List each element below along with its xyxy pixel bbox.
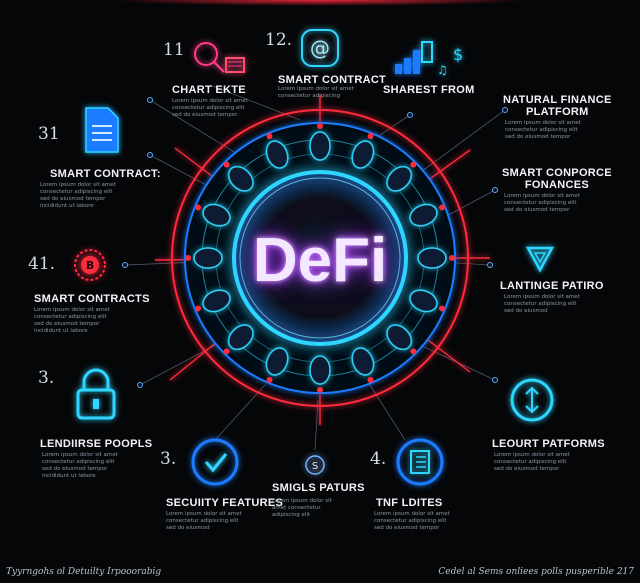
top-glow bbox=[110, 0, 530, 6]
footer-left: Tyyrngohs ol Detuilty Irpooorabig bbox=[6, 567, 162, 577]
ring-petal bbox=[309, 355, 331, 393]
coin-icon: S bbox=[305, 455, 325, 475]
ring-petal bbox=[265, 347, 289, 383]
checkmark-icon bbox=[191, 438, 239, 486]
triangle-down-icon bbox=[525, 246, 555, 273]
node-6-label: SMART CONPORCE FONANCES bbox=[502, 167, 612, 191]
node-3-label: SHAREST FROM bbox=[383, 84, 475, 96]
core-circle bbox=[232, 170, 408, 346]
magnifier-chart-icon bbox=[194, 42, 245, 73]
ring-petals bbox=[185, 123, 455, 393]
svg-text:B: B bbox=[86, 259, 94, 272]
ring-petal bbox=[265, 133, 289, 169]
node-9-label: LENDIIRSE POOPLS bbox=[40, 438, 153, 450]
ring-petal bbox=[386, 324, 417, 355]
svg-text:$: $ bbox=[453, 45, 463, 64]
ring-petal bbox=[409, 289, 445, 313]
svg-text:S: S bbox=[312, 461, 318, 472]
node-5-desc: Lorem ipsum dolor sit amet consectetur a… bbox=[40, 182, 116, 209]
ring-petal bbox=[309, 123, 331, 161]
ring-petal bbox=[223, 324, 254, 355]
padlock-icon bbox=[76, 368, 116, 420]
node-11-number: 3. bbox=[160, 449, 177, 469]
ring-petal bbox=[386, 161, 417, 192]
node-10-desc: Lorem ipsum dolor sit amet consectetur a… bbox=[494, 452, 570, 472]
node-1-desc: Lorem ipsum dolor sit amet consectetur a… bbox=[172, 98, 248, 118]
node-10-label: LEOURT PATFORMS bbox=[492, 438, 605, 450]
node-11-label: SECUIITY FEATURES bbox=[166, 497, 284, 509]
node-4-label: NATURAL FINANCE PLATFORM bbox=[503, 94, 612, 118]
svg-text:♫: ♫ bbox=[437, 63, 448, 77]
node-1-number: 11 bbox=[163, 40, 185, 60]
node-12-desc: Lorem ipsum dolor sit amet consectetur a… bbox=[272, 498, 332, 518]
node-7-number: 41. bbox=[28, 254, 56, 274]
at-sign-icon: @ bbox=[301, 29, 339, 67]
bitcoin-seal-icon: B bbox=[74, 249, 106, 281]
ring-petal bbox=[195, 289, 231, 313]
core-inner-ring bbox=[239, 177, 401, 339]
node-2-desc: Lorem ipsum dolor sit amet consectetur a… bbox=[278, 86, 354, 99]
node-4-desc: Lorem ipsum dolor sit amet consectetur a… bbox=[505, 120, 581, 140]
svg-text:@: @ bbox=[310, 36, 330, 60]
node-13-desc: Lorem ipsum dolor sit amet consectetur a… bbox=[374, 511, 450, 531]
node-1-label: CHART EKTE bbox=[172, 84, 246, 96]
ring-petal bbox=[351, 347, 375, 383]
bar-chart-dollar-icon: $ ♫ bbox=[395, 41, 463, 77]
node-11-desc: Lorem ipsum dolor sit amet consectetur a… bbox=[166, 511, 242, 531]
footer-right: Cedel al Sems onliees polls pusperible 2… bbox=[438, 567, 634, 577]
checklist-icon bbox=[396, 438, 444, 486]
ring-petal bbox=[185, 247, 223, 269]
node-13-number: 4. bbox=[370, 449, 387, 469]
document-icon bbox=[85, 107, 119, 153]
ring-petal bbox=[409, 203, 445, 227]
node-2-label: SMART CONTRACT bbox=[278, 74, 387, 86]
node-12-label: SMIGLS PATURS bbox=[272, 482, 365, 494]
node-8-desc: Lorem ipsum dolor sit amet consectetur a… bbox=[504, 294, 580, 314]
node-2-number: 12. bbox=[265, 30, 293, 50]
ring-petal bbox=[195, 203, 231, 227]
node-9-number: 3. bbox=[38, 368, 55, 388]
node-13-label: TNF LDITES bbox=[376, 497, 443, 509]
outer-red-ring bbox=[171, 109, 469, 407]
node-9-desc: Lorem ipsum dolor sit amet consectetur a… bbox=[42, 452, 118, 479]
ring-petal bbox=[223, 161, 254, 192]
arrows-updown-icon bbox=[510, 378, 554, 422]
ring-petal bbox=[417, 247, 455, 269]
connector-dots bbox=[122, 97, 508, 388]
ring-petal bbox=[351, 133, 375, 169]
node-8-label: LANTINGE PATIRO bbox=[500, 280, 604, 292]
node-7-desc: Lorem ipsum dolor sit amet consectetur a… bbox=[34, 307, 110, 334]
node-7-label: SMART CONTRACTS bbox=[34, 293, 150, 305]
node-5-number: 31 bbox=[38, 124, 60, 144]
defi-title: DeFi bbox=[252, 226, 388, 295]
node-6-desc: Lorem ipsum dolor sit amet consectetur a… bbox=[504, 193, 580, 213]
node-5-label: SMART CONTRACT: bbox=[50, 168, 161, 180]
